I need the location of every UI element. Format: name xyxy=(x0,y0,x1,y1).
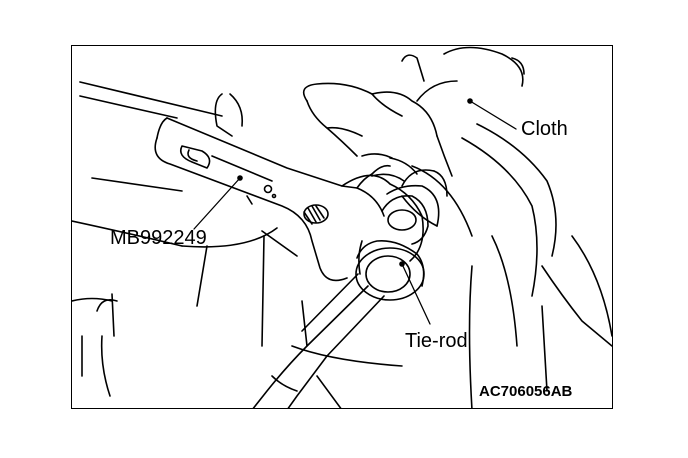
tie-rod-end xyxy=(355,169,448,301)
leader-lines xyxy=(193,100,517,325)
figure-code: AC706056AB xyxy=(479,383,573,400)
tie-rod-shaft xyxy=(252,273,385,408)
special-tool-label: MB992249 xyxy=(110,227,207,249)
tool-leader-line xyxy=(193,177,241,230)
cloth-leader-line xyxy=(469,100,517,130)
line-illustration xyxy=(72,46,612,408)
suspension-parts xyxy=(291,46,612,408)
hand-with-cloth xyxy=(214,80,458,182)
cloth-label: Cloth xyxy=(521,118,568,140)
leader-dots xyxy=(237,98,473,267)
tie-rod-label: Tie-rod xyxy=(405,330,468,352)
vehicle-body-panel xyxy=(72,81,298,397)
figure-frame: Cloth MB992249 Tie-rod AC706056AB xyxy=(71,45,613,409)
tierod-leader-line xyxy=(401,263,431,325)
cloth-leader-dot xyxy=(467,98,473,104)
tierod-leader-dot xyxy=(399,261,405,267)
tool-leader-dot xyxy=(237,175,243,181)
wrench-tool xyxy=(154,117,429,282)
